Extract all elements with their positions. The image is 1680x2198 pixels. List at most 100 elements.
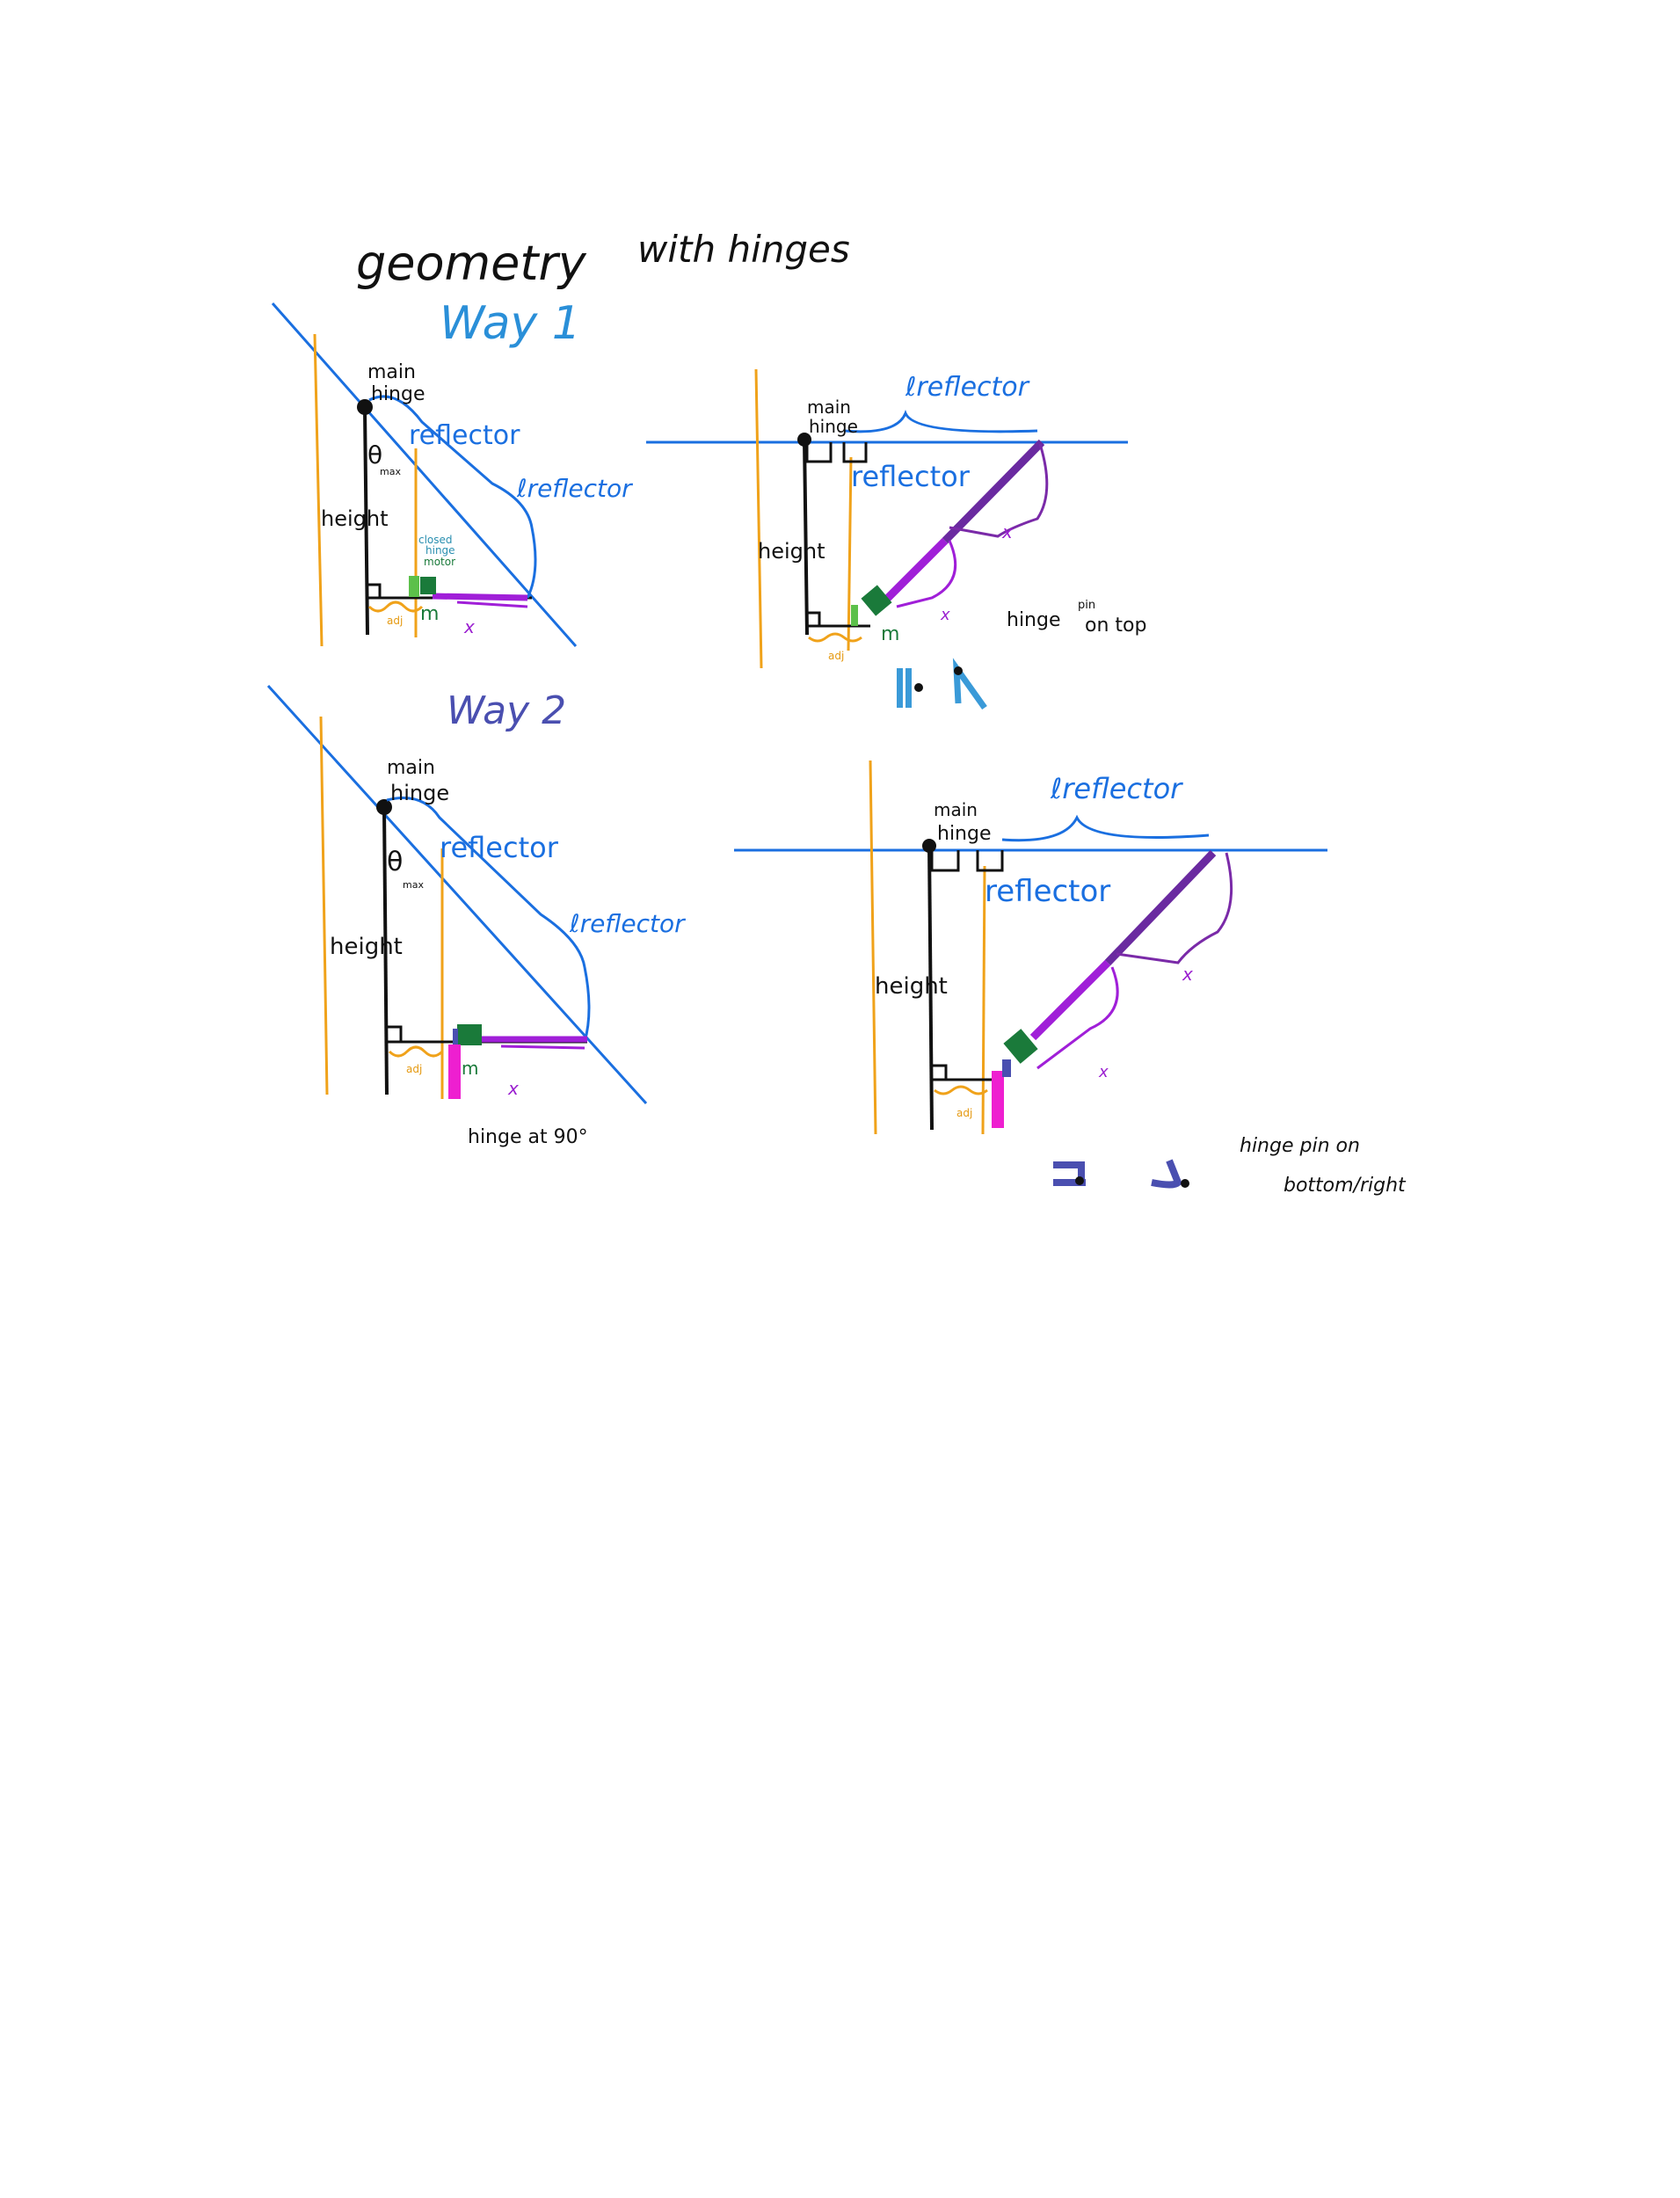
way2-right-height-label: height xyxy=(875,973,948,1000)
way1-right-dark-purple-bar xyxy=(942,439,1045,544)
way2-right-main-label: main xyxy=(934,799,978,820)
way2-left-reflector-label: reflector xyxy=(440,831,559,864)
way1-right-diagram: main hinge ℓreflector reflector height m… xyxy=(646,368,1146,710)
way1-left-closed-label: closed xyxy=(418,534,453,546)
way2-left-hinge-label: hinge xyxy=(390,781,449,805)
hinge-pin-icon-3 xyxy=(1075,1176,1084,1185)
way2-left-diagonal-line xyxy=(266,684,648,1105)
way1-right-adj-brace xyxy=(808,632,862,643)
way1-right-orange-line xyxy=(847,456,853,651)
way1-left-m-label: m xyxy=(420,603,439,625)
way1-right-orange-wall xyxy=(754,368,763,669)
way1-left-x-label: x xyxy=(463,616,475,637)
way2-left-motor-block xyxy=(457,1024,482,1045)
way1-right-reflector-label: reflector xyxy=(851,460,971,493)
hinge-pin-icon-1 xyxy=(914,683,923,692)
way1-left-purple-bar xyxy=(432,593,528,601)
way2-right-note-line1: hinge pin on xyxy=(1240,1135,1360,1157)
way1-right-x2-label: x xyxy=(940,606,950,624)
way1-right-m-label: m xyxy=(881,623,899,645)
way1-right-x-brace-upper xyxy=(949,443,1049,538)
way2-left-purple-brace xyxy=(500,1044,585,1050)
way1-left-adj-label: adj xyxy=(387,615,403,627)
way1-right-note-hinge: hinge xyxy=(1007,609,1061,631)
way1-left-theta-sub: max xyxy=(380,466,401,477)
way2-left-height-line xyxy=(382,808,389,1095)
way2-left-l-reflector-label: ℓreflector xyxy=(569,909,686,938)
way1-right-top-brace xyxy=(843,409,1038,433)
way2-right-adj-label: adj xyxy=(956,1107,972,1119)
way2-right-hinge-block xyxy=(1002,1059,1011,1077)
way2-left-diagram: main hinge θ max reflector ℓreflector he… xyxy=(266,684,686,1148)
way1-left-diagonal-line xyxy=(271,302,578,647)
way1-right-main-hinge-dot xyxy=(797,433,811,447)
way1-left-purple-brace xyxy=(456,600,528,608)
way1-heading: Way 1 xyxy=(440,297,581,350)
way2-right-motor-block xyxy=(1003,1029,1038,1064)
way1-left-orange-wall xyxy=(313,333,324,647)
way1-left-theta: θ xyxy=(367,440,382,469)
way1-left-reflector-label: reflector xyxy=(409,420,520,451)
way1-right-x-brace-lower xyxy=(896,540,957,608)
way2-right-reflector-label: reflector xyxy=(985,874,1110,909)
way1-right-note-ontop: on top xyxy=(1085,615,1146,637)
way1-left-main-label: main xyxy=(367,361,416,383)
way2-right-diagram: main hinge ℓreflector reflector height x… xyxy=(734,760,1407,1197)
way1-right-note-pin: pin xyxy=(1078,599,1095,612)
way2-right-orange-line xyxy=(981,865,986,1135)
way2-left-adj-brace xyxy=(388,1045,444,1058)
way2-right-x2-label: x xyxy=(1098,1063,1109,1081)
way2-left-hinge-block xyxy=(453,1029,458,1044)
way1-left-height-line xyxy=(363,408,369,636)
way1-left-closed-hinge-block xyxy=(409,576,419,597)
hinge-open-icon-left-2 xyxy=(905,668,912,708)
way1-left-diagram: main hinge θ max reflector ℓreflector he… xyxy=(271,302,633,647)
way2-right-main-hinge-dot xyxy=(922,839,936,853)
way2-left-adj-label: adj xyxy=(406,1063,422,1075)
way2-right-right-angle xyxy=(932,1064,948,1080)
title-geometry: geometry xyxy=(356,236,587,291)
way2-left-x-label: x xyxy=(507,1078,519,1099)
hinge-pin-icon-2 xyxy=(954,666,963,675)
way2-left-theta-sub: max xyxy=(403,879,424,891)
way1-right-top-angle xyxy=(805,442,833,463)
way1-left-hinge2-label: hinge xyxy=(425,544,455,557)
way1-left-motor-block xyxy=(420,577,436,594)
way2-right-height-line xyxy=(927,843,934,1131)
way1-left-main-hinge-dot xyxy=(357,399,373,415)
way2-left-m-label: m xyxy=(462,1058,478,1079)
way2-right-top-angle-2 xyxy=(976,850,1004,872)
way2-right-top-angle xyxy=(930,850,960,872)
way1-left-motor-label: motor xyxy=(424,556,455,568)
way2-right-note-line2: bottom/right xyxy=(1284,1175,1407,1197)
way1-left-l-reflector-label: ℓreflector xyxy=(516,474,633,503)
way2-right-x1-label: x xyxy=(1182,964,1193,985)
way2-right-magenta-bar xyxy=(992,1071,1004,1128)
way1-right-l-reflector-label: ℓreflector xyxy=(905,372,1030,403)
way2-left-reflector-brace xyxy=(386,797,591,1043)
way1-right-height-label: height xyxy=(758,539,825,564)
way1-right-x1-label: x xyxy=(1001,521,1013,542)
way1-right-purple-bar xyxy=(876,537,949,610)
hinge-bottom-icon-right xyxy=(1151,1159,1182,1189)
way1-right-closed-hinge-block xyxy=(851,605,858,626)
way1-left-height-label: height xyxy=(321,506,389,531)
way2-right-x-brace-lower xyxy=(1036,966,1119,1070)
way2-right-top-brace xyxy=(1001,814,1210,842)
way1-left-right-angle xyxy=(367,583,382,598)
way1-left-reflector-brace xyxy=(368,395,537,599)
way2-right-l-reflector-label: ℓreflector xyxy=(1050,772,1183,805)
way1-left-hinge-label: hinge xyxy=(371,383,425,405)
way1-right-right-angle xyxy=(807,611,821,626)
way1-right-motor-block xyxy=(861,585,892,616)
way1-right-height-line xyxy=(803,439,809,636)
way2-right-x-brace-upper xyxy=(1116,852,1233,964)
way2-right-purple-bar xyxy=(1029,959,1111,1041)
way2-left-magenta-bar xyxy=(448,1044,461,1099)
way2-left-note: hinge at 90° xyxy=(468,1126,588,1148)
way1-right-hinge-label: hinge xyxy=(809,416,858,437)
title-with-hinges: with hinges xyxy=(637,228,850,271)
way2-heading: Way 2 xyxy=(447,688,566,733)
